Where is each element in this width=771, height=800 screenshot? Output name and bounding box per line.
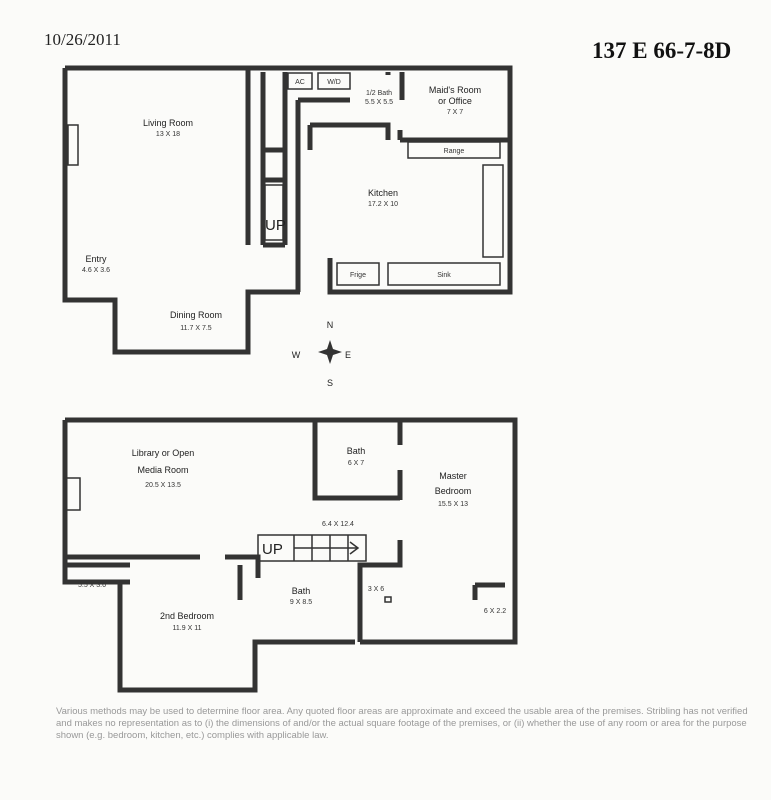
counter-fixture bbox=[482, 164, 504, 258]
lower_floor-closets-c2-label: 3 X 6 bbox=[368, 586, 384, 593]
fridge-fixture bbox=[336, 262, 380, 286]
upper_floor-rooms-3-name-label: Kitchen bbox=[368, 188, 398, 198]
lower_floor-rooms-0-name2-label: Media Room bbox=[137, 465, 188, 475]
lower_floor-rooms-3-name-label: 2nd Bedroom bbox=[160, 611, 214, 621]
listing-address: 137 E 66-7-8D bbox=[592, 38, 732, 63]
lower_floor-rooms-3-dims-label: 11.9 X 11 bbox=[173, 625, 202, 632]
upper_floor-rooms-1-dims-label: 4.6 X 3.6 bbox=[82, 267, 110, 274]
lower_floor-rooms-4-name-label: Bath bbox=[292, 586, 311, 596]
upper_floor-rooms-5-dims-label: 7 X 7 bbox=[447, 109, 463, 116]
fireplace bbox=[67, 124, 79, 166]
lower_floor-rooms-2-name2-label: Bedroom bbox=[435, 486, 472, 496]
lower_floor-rooms-0-name-label: Library or Open bbox=[132, 448, 195, 458]
lower_floor-rooms-2-dims-label: 15.5 X 13 bbox=[438, 501, 468, 508]
lower_floor-rooms-1-name-label: Bath bbox=[347, 446, 366, 456]
lower-floor-plan: UP Library or Open Media Room 20.5 X 13.… bbox=[62, 417, 518, 693]
sink-fixture bbox=[387, 262, 501, 286]
upper_floor-fixtures-fridge-label: Frige bbox=[350, 272, 366, 279]
lower_floor-stairs-label: UP bbox=[262, 541, 283, 558]
compass-e-label: E bbox=[345, 350, 351, 360]
upper_floor-rooms-2-name-label: Dining Room bbox=[170, 310, 222, 320]
compass-s-label: S bbox=[327, 378, 333, 388]
lower_floor-closets-c1-label: 5.5 X 3.6 bbox=[78, 582, 106, 589]
date: 10/26/2011 bbox=[44, 30, 121, 49]
upper_floor-fixtures-sink-label: Sink bbox=[437, 272, 451, 279]
closet-fixture bbox=[384, 596, 392, 603]
lower_floor-closets-c3-label: 6 X 2.2 bbox=[484, 608, 506, 615]
compass-n-label: N bbox=[327, 320, 334, 330]
upper_floor-rooms-0-name-label: Living Room bbox=[143, 118, 193, 128]
lower_floor-closets-hall-label: 6.4 X 12.4 bbox=[322, 521, 354, 528]
upper_floor-rooms-5-name-label: Maid's Room bbox=[429, 85, 481, 95]
compass: N S E W bbox=[292, 320, 351, 388]
compass-w-label: W bbox=[292, 350, 301, 360]
upper_floor-rooms-4-dims-label: 5.5 X 5.5 bbox=[365, 99, 393, 106]
fireplace bbox=[65, 477, 81, 511]
lower_floor-rooms-0-dims-label: 20.5 X 13.5 bbox=[145, 482, 181, 489]
washer-dryer-fixture bbox=[317, 72, 351, 90]
upper_floor-fixtures-stairs-label: UP bbox=[265, 217, 286, 234]
upper_floor-fixtures-range-label: Range bbox=[444, 148, 465, 155]
upper_floor-rooms-5-name2-label: or Office bbox=[438, 96, 472, 106]
upper_floor-rooms-4-name-label: 1/2 Bath bbox=[366, 90, 392, 97]
upper_floor-fixtures-wd-label: W/D bbox=[327, 79, 341, 86]
ac-fixture bbox=[287, 72, 313, 90]
upper-floor-plan: AC W/D Range Frige Sink UP Living Room 1… bbox=[62, 65, 513, 355]
upper_floor-fixtures-ac-label: AC bbox=[295, 79, 305, 86]
range-fixture bbox=[407, 141, 501, 159]
lower_floor-rooms-1-dims-label: 6 X 7 bbox=[348, 460, 364, 467]
upper_floor-rooms-1-name-label: Entry bbox=[85, 254, 107, 264]
upper_floor-rooms-2-dims-label: 11.7 X 7.5 bbox=[180, 325, 212, 332]
upper_floor-rooms-0-dims-label: 13 X 18 bbox=[156, 131, 180, 138]
lower_floor-rooms-4-dims-label: 9 X 8.5 bbox=[290, 599, 312, 606]
upper_floor-rooms-3-dims-label: 17.2 X 10 bbox=[368, 201, 398, 208]
stairs-up bbox=[264, 184, 284, 241]
disclaimer: Various methods may be used to determine… bbox=[56, 706, 748, 741]
lower_floor-rooms-2-name-label: Master bbox=[439, 471, 467, 481]
